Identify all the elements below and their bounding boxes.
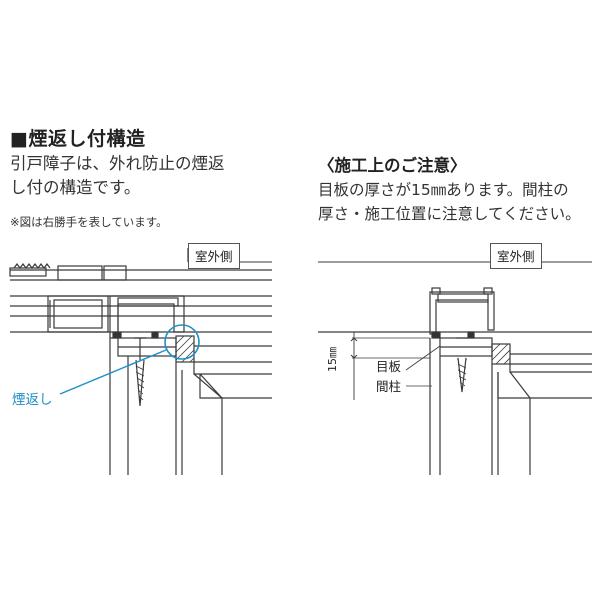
- meita-label: 目板: [376, 359, 402, 374]
- right-heading: 〈施工上のご注意〉: [318, 156, 467, 175]
- left-heading: ■煙返し付構造: [10, 128, 146, 150]
- right-outdoor-tag: 室外側: [490, 243, 542, 269]
- smoke-return-label: 煙返し: [12, 392, 53, 408]
- left-frame-assembly: [9, 248, 272, 475]
- left-description-line2: し付の構造です。: [10, 178, 141, 197]
- right-description-line1: 目板の厚さが15㎜あります。間柱の: [318, 181, 569, 199]
- right-frame-assembly: [318, 248, 592, 475]
- right-description-line2: 厚さ・施工位置に注意してください。: [318, 205, 581, 223]
- dimension-label: 15㎜: [326, 347, 339, 372]
- left-description-line1: 引戸障子は、外れ防止の煙返: [10, 154, 225, 173]
- callout-circle: [164, 324, 200, 360]
- left-outdoor-tag: 室外側: [188, 243, 240, 269]
- left-note: ※図は右勝手を表しています。: [10, 215, 168, 229]
- mabashira-label: 間柱: [376, 379, 402, 394]
